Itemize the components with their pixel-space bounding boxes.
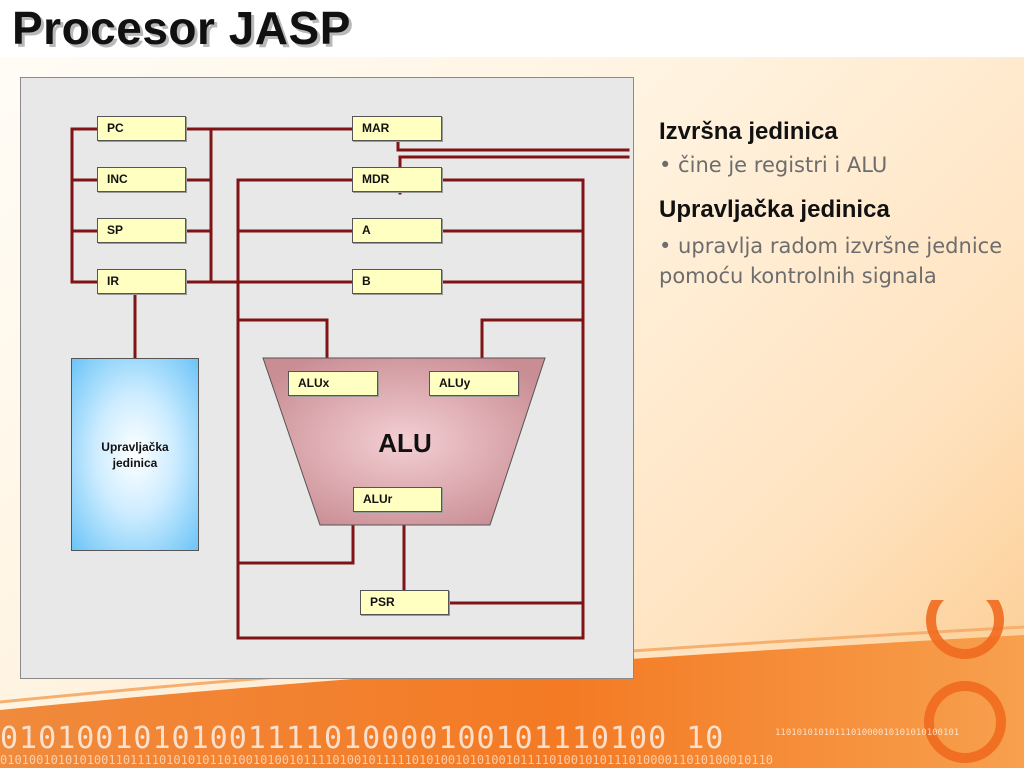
register-alux: ALUx <box>288 371 378 396</box>
alu-label: ALU <box>378 428 432 458</box>
binary-decoration: 1101010101011101000010101010100101 <box>775 728 960 738</box>
exec-unit-heading: Izvršna jedinica <box>659 118 838 145</box>
register-inc: INC <box>97 167 186 192</box>
register-a: A <box>352 218 442 243</box>
register-pc: PC <box>97 116 186 141</box>
exec-unit-bullet: • čine je registri i ALU <box>659 153 888 177</box>
register-b: B <box>352 269 442 294</box>
register-aluy: ALUy <box>429 371 519 396</box>
register-ir: IR <box>97 269 186 294</box>
control-unit-label: Upravljačka jedinica <box>101 439 169 470</box>
control-unit-heading: Upravljačka jedinica <box>659 196 890 223</box>
register-alur: ALUr <box>353 487 442 512</box>
control-unit-box: Upravljačka jedinica <box>71 358 199 551</box>
register-mar: MAR <box>352 116 442 141</box>
register-psr: PSR <box>360 590 449 615</box>
binary-decoration: 01010010101001111010000100101110100 10 <box>0 721 725 756</box>
alu-shape <box>262 357 546 526</box>
title-band <box>0 0 1024 57</box>
slide-title: Procesor JASP <box>12 2 351 54</box>
binary-decoration: 0101001010101001101111010101011010010100… <box>0 753 774 767</box>
description-text: Izvršna jedinica • čine je registri i AL… <box>659 115 1009 291</box>
control-unit-bullet: • upravlja radom izvršne jednice pomoću … <box>659 234 1003 288</box>
register-mdr: MDR <box>352 167 442 192</box>
register-sp: SP <box>97 218 186 243</box>
